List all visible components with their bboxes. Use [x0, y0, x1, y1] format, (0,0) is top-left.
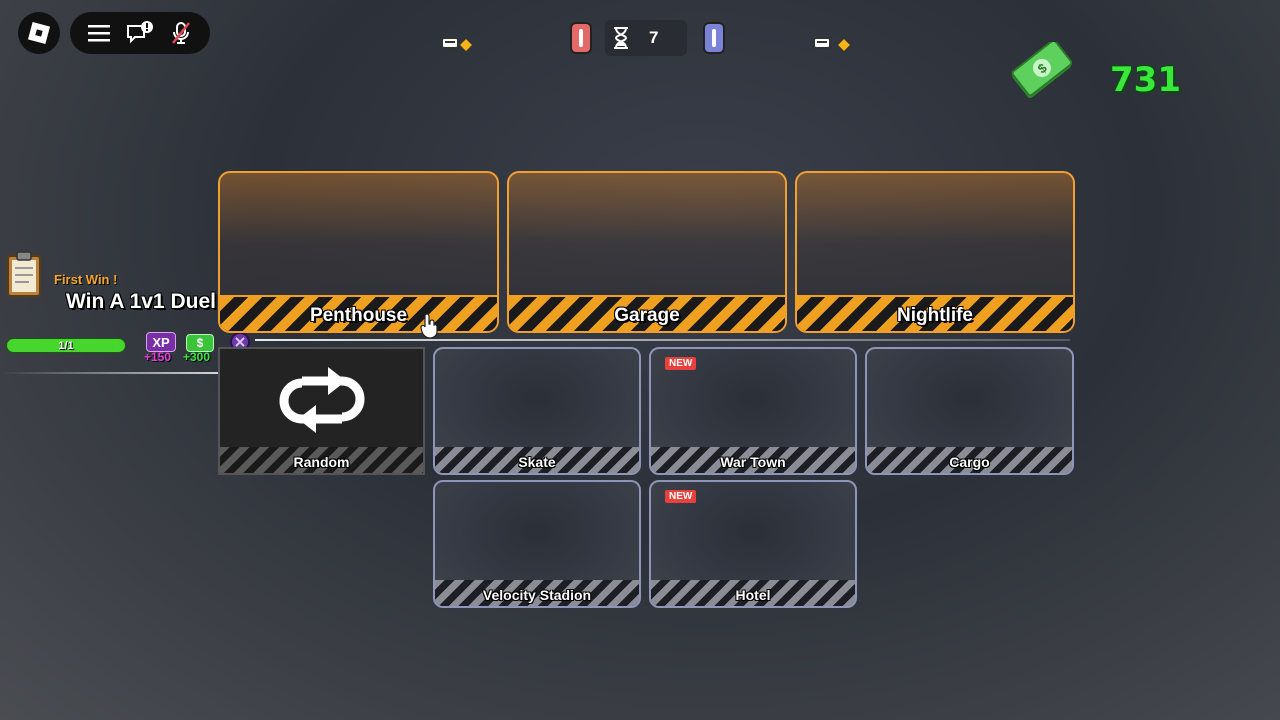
quest-divider [0, 372, 220, 374]
map-card-velocity-stadion[interactable]: Velocity Stadion [433, 480, 641, 608]
hand-cursor-icon [420, 313, 438, 339]
map-section-divider [255, 339, 1070, 341]
xp-reward: +150 [144, 350, 172, 364]
map-card-hotel[interactable]: NEW Hotel [649, 480, 857, 608]
chat-badge-icon [812, 34, 853, 56]
quest-progress-text: 1/1 [58, 339, 74, 352]
reward-item-icon [228, 330, 252, 360]
quest-subtitle: First Win ! [54, 272, 118, 287]
chat-badge-icon [440, 34, 475, 56]
map-card-skate[interactable]: Skate [433, 347, 641, 475]
map-card-garage[interactable]: Garage [507, 171, 787, 333]
map-card-penthouse[interactable]: Penthouse [218, 171, 499, 333]
mic-muted-icon[interactable] [167, 19, 195, 47]
map-card-war-town[interactable]: NEW War Town [649, 347, 857, 475]
map-card-random[interactable]: Random [218, 347, 425, 475]
roblox-logo-icon [27, 21, 51, 45]
map-label: Velocity Stadion [482, 587, 592, 603]
team-red-indicator [570, 22, 592, 54]
clipboard-icon [4, 250, 46, 298]
menu-icon[interactable] [85, 19, 113, 47]
xp-badge: XP [146, 332, 176, 352]
random-swap-icon [272, 367, 372, 433]
cash-reward-icon: $ [196, 336, 204, 350]
map-label: Cargo [949, 454, 990, 470]
new-badge: NEW [665, 357, 697, 370]
cash-bill-icon: $ [1010, 39, 1073, 99]
map-label: Random [293, 454, 350, 470]
roblox-menu-button[interactable] [18, 12, 60, 54]
chat-notification-icon[interactable] [126, 19, 154, 47]
map-card-cargo[interactable]: Cargo [865, 347, 1074, 475]
map-label: War Town [720, 454, 786, 470]
round-timer: 7 [605, 20, 687, 56]
map-label: Hotel [735, 587, 771, 603]
map-label: Skate [518, 454, 556, 470]
timer-value: 7 [649, 28, 659, 47]
map-label: Garage [614, 305, 680, 326]
quest-title: Win A 1v1 Duel [66, 290, 216, 313]
cash-reward-badge: $ [186, 334, 214, 352]
cash-reward: +300 [183, 350, 211, 364]
roblox-topbar [70, 12, 210, 54]
cash-amount: 731 [1110, 60, 1181, 100]
new-badge: NEW [665, 490, 697, 503]
team-blue-indicator [703, 22, 725, 54]
hourglass-icon [614, 27, 628, 49]
map-label: Penthouse [309, 305, 408, 326]
map-card-nightlife[interactable]: Nightlife [795, 171, 1075, 333]
quest-progress-bar: 1/1 [6, 338, 126, 353]
map-label: Nightlife [897, 305, 973, 326]
